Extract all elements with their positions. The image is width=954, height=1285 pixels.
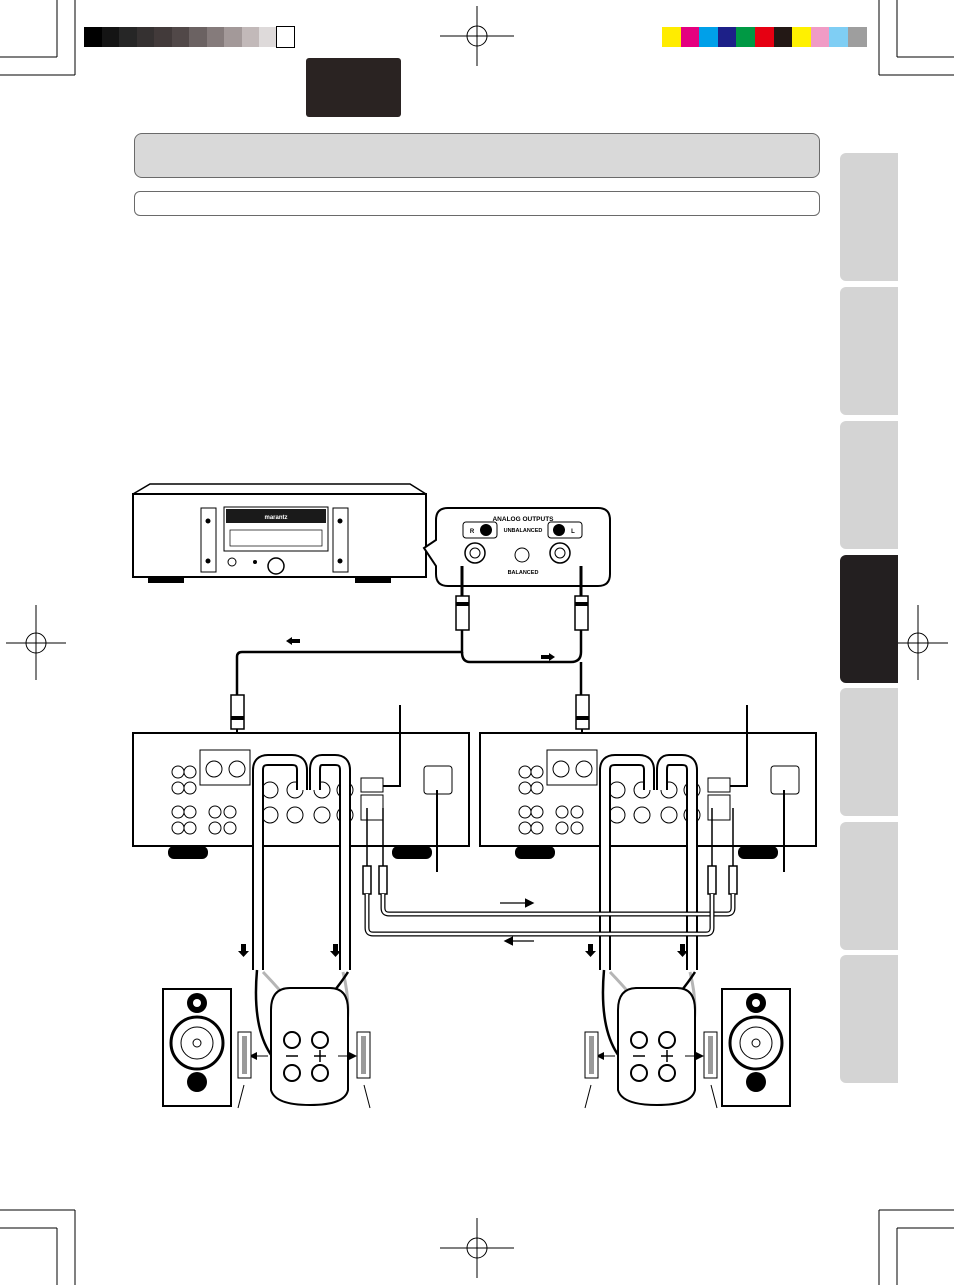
color-swatch (848, 27, 867, 47)
gray-swatch (275, 26, 295, 48)
svg-text:UNBALANCED: UNBALANCED (504, 528, 543, 534)
sacd-player: marantz (132, 483, 427, 583)
side-section-tab[interactable] (840, 955, 898, 1083)
color-swatch (829, 27, 848, 47)
color-swatch (736, 27, 755, 47)
speaker-terminals-left (237, 987, 371, 1109)
arrow-left-icon (286, 637, 300, 645)
speaker-left (162, 988, 232, 1107)
color-swatch (699, 27, 718, 47)
section-subtitle-bar (134, 191, 820, 216)
gray-swatch (154, 27, 172, 47)
brand-logo: marantz (264, 515, 287, 521)
section-header-tab (306, 58, 401, 117)
color-swatch (755, 27, 774, 47)
side-section-tab[interactable] (840, 287, 898, 415)
gray-swatch (119, 27, 137, 47)
gray-swatch (136, 27, 154, 47)
gray-swatch (241, 27, 259, 47)
color-swatch (662, 27, 681, 47)
amplifier-right (479, 705, 817, 872)
gray-swatch (171, 27, 189, 47)
speaker-terminals-right (584, 987, 718, 1109)
svg-text:R: R (470, 529, 475, 535)
page-title-bar (134, 133, 820, 178)
svg-text:ANALOG OUTPUTS: ANALOG OUTPUTS (492, 516, 554, 523)
gray-swatch (259, 27, 277, 47)
svg-text:L: L (571, 529, 575, 535)
link-cables (362, 808, 738, 946)
gray-swatch (206, 27, 224, 47)
svg-text:BALANCED: BALANCED (508, 570, 539, 576)
analog-output-callout: ANALOG OUTPUTS UNBALANCED BALANCED R L (422, 507, 611, 587)
color-swatch (680, 27, 700, 47)
gray-swatch (224, 27, 242, 47)
gray-swatch (84, 27, 102, 47)
gray-swatch (189, 27, 207, 47)
color-swatch (810, 27, 830, 47)
side-section-tab[interactable] (840, 153, 898, 281)
side-section-tab[interactable] (840, 555, 898, 683)
arrow-right-icon (541, 653, 555, 661)
xlr-plugs-top (455, 595, 589, 631)
speaker-right (721, 988, 791, 1107)
color-swatch (773, 27, 793, 47)
speaker-cable-left (252, 754, 351, 1080)
side-section-tab[interactable] (840, 822, 898, 950)
side-section-tab[interactable] (840, 421, 898, 549)
color-swatch (792, 27, 811, 47)
color-swatch (717, 27, 737, 47)
gray-swatch (101, 27, 119, 47)
side-section-tab[interactable] (840, 688, 898, 816)
